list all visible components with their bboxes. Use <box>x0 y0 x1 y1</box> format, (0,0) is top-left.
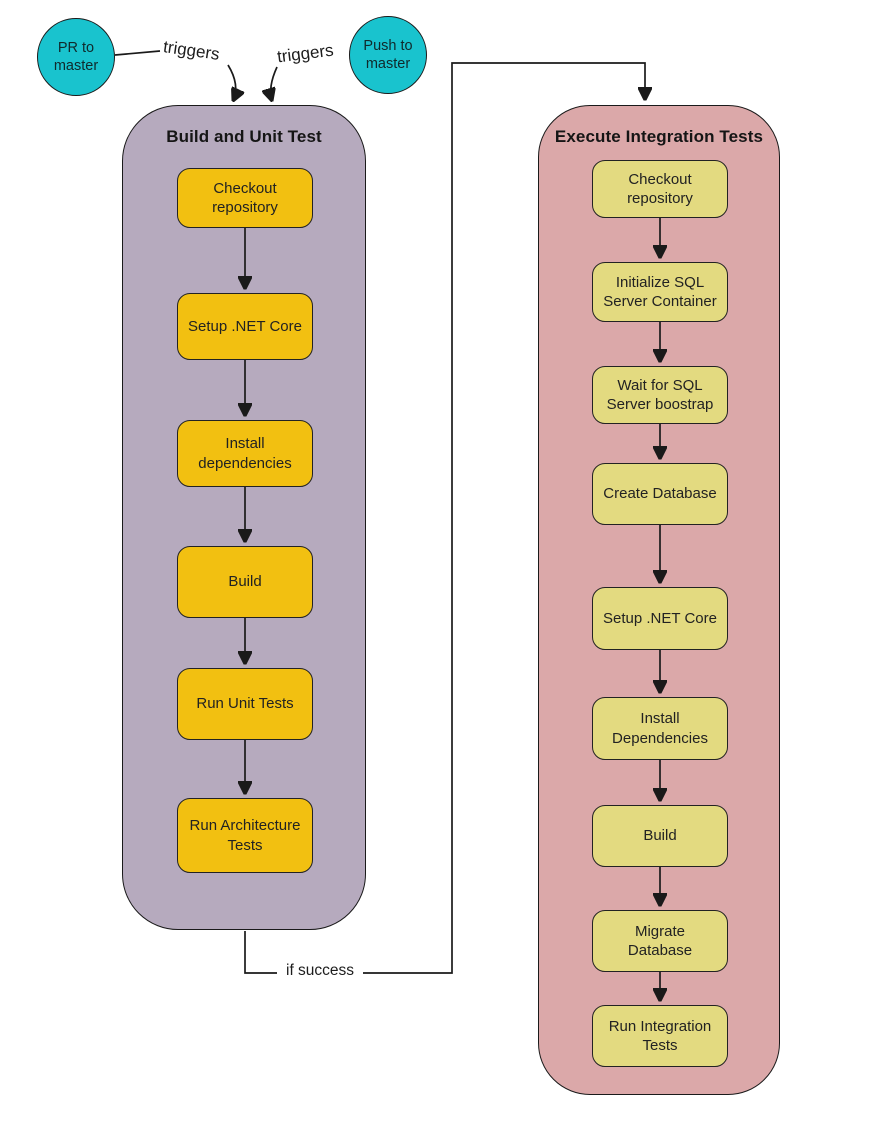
node-checkout-repository: Checkout repository <box>177 168 313 228</box>
node-build: Build <box>177 546 313 618</box>
node-migrate-database: Migrate Database <box>592 910 728 972</box>
triggers-label-right: triggers <box>275 40 335 67</box>
node-run-unit-tests: Run Unit Tests <box>177 668 313 740</box>
node-run-integration-tests: Run Integration Tests <box>592 1005 728 1067</box>
node-it-install-dependencies: Install Dependencies <box>592 697 728 760</box>
triggers-label-left: triggers <box>162 37 221 64</box>
node-create-database: Create Database <box>592 463 728 525</box>
node-it-build: Build <box>592 805 728 867</box>
node-init-sql-server-container: Initialize SQL Server Container <box>592 262 728 322</box>
edge-triggers-right-arrow <box>271 66 278 101</box>
push-to-master-trigger: Push to master <box>349 16 427 94</box>
edge-pr-to-triggers <box>114 50 161 56</box>
node-wait-sql-server-bootstrap: Wait for SQL Server boostrap <box>592 366 728 424</box>
node-run-architecture-tests: Run Architecture Tests <box>177 798 313 873</box>
integration-group-title: Execute Integration Tests <box>554 127 764 146</box>
edge-triggers-left-arrow <box>227 64 236 101</box>
pr-to-master-trigger: PR to master <box>37 18 115 96</box>
build-group-title: Build and Unit Test <box>166 127 322 146</box>
if-success-label: if success <box>277 962 364 980</box>
node-install-dependencies: Install dependencies <box>177 420 313 487</box>
node-it-setup-dotnet-core: Setup .NET Core <box>592 587 728 650</box>
node-setup-dotnet-core: Setup .NET Core <box>177 293 313 360</box>
node-it-checkout-repository: Checkout repository <box>592 160 728 218</box>
